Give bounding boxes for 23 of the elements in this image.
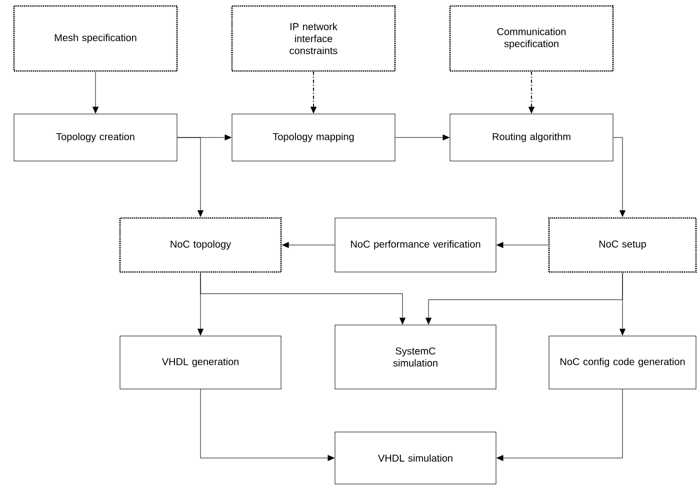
input-box: IP network interface constraints — [231, 5, 396, 72]
input-box: Mesh specification — [13, 5, 178, 72]
arrow — [496, 389, 623, 461]
process-box: SystemC simulation — [334, 324, 496, 390]
process-box: Topology creation — [14, 114, 178, 162]
arrow — [282, 242, 335, 248]
process-box: NoC config code generation — [548, 336, 696, 390]
arrow — [613, 137, 626, 217]
arrow — [200, 389, 334, 461]
arrow — [177, 137, 204, 217]
process-box: NoC performance verification — [334, 218, 496, 272]
arrow — [395, 134, 450, 140]
arrow — [200, 272, 406, 324]
arrow — [92, 72, 98, 114]
process-box: Routing algorithm — [450, 114, 614, 162]
process-box: Topology mapping — [232, 114, 396, 162]
process-box: VHDL generation — [120, 336, 282, 390]
arrow — [620, 272, 626, 336]
input-box: Communication specification — [449, 5, 614, 72]
arrow — [496, 242, 548, 248]
process-box: VHDL simulation — [334, 432, 496, 484]
input-box: NoC setup — [548, 217, 697, 273]
input-box: NoC topology — [119, 217, 282, 273]
